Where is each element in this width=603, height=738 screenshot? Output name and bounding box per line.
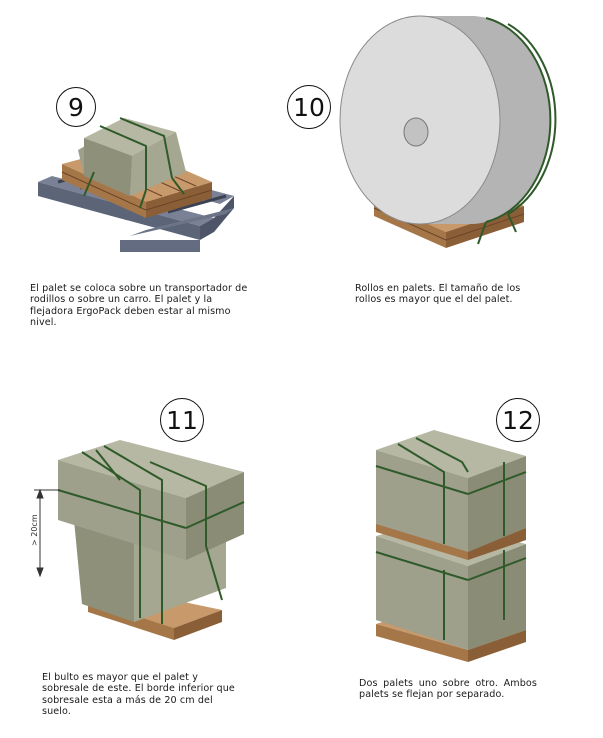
- step-9-number: 9: [68, 92, 84, 122]
- step-11-caption: El bulto es mayor que el palet y sobresa…: [42, 672, 235, 717]
- step-11-badge: 11: [160, 398, 204, 442]
- step-11-number: 11: [166, 405, 198, 435]
- step-10-badge: 10: [287, 85, 331, 129]
- overhang-illustration: [34, 440, 245, 640]
- overhang-measure-label: > 20cm: [30, 514, 39, 546]
- step-10-number: 10: [293, 92, 325, 122]
- step-10-caption: Rollos en palets. El tamaño de los rollo…: [355, 283, 521, 306]
- step-12-badge: 12: [496, 398, 540, 442]
- roll-illustration: [339, 15, 557, 248]
- step-9-caption: El palet se coloca sobre un transportado…: [30, 283, 248, 328]
- step-9-badge: 9: [56, 87, 96, 127]
- step-12-caption: Dos palets uno sobre otro. Ambos palets …: [359, 678, 537, 701]
- stacked-pallets-illustration: [375, 430, 527, 662]
- step-12-number: 12: [502, 405, 534, 435]
- conveyor-illustration: [38, 117, 234, 252]
